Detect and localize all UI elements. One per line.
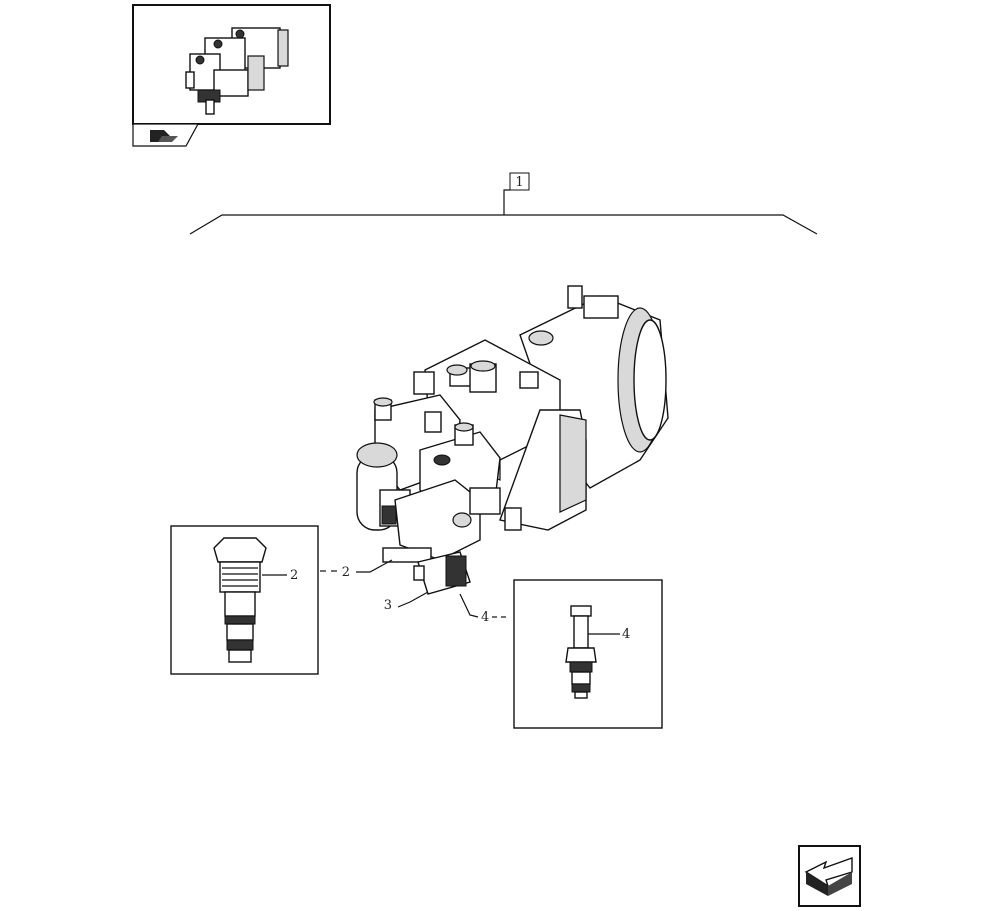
- callout-1: 1: [515, 175, 523, 190]
- callout-2-box: 2: [290, 568, 298, 583]
- pressure-valve: [565, 605, 597, 699]
- callout-3-main: 3: [384, 598, 392, 613]
- hydraulic-pump-assembly: [356, 285, 669, 595]
- leader-lines: 2 3 4: [320, 559, 506, 625]
- assembly-bracket: 1: [189, 172, 818, 235]
- callout-4-main: 4: [481, 610, 489, 625]
- pump-assembly-thumbnail: [185, 27, 289, 115]
- callout-2-main: 2: [342, 565, 350, 580]
- callout-4-box: 4: [622, 627, 630, 642]
- next-page-arrow-icon: [804, 857, 853, 896]
- book-pointer-icon: [150, 130, 178, 142]
- cartridge-valve: [213, 537, 267, 663]
- detail-box-item-2: 2: [170, 525, 319, 675]
- detail-box-item-4: 4: [513, 579, 663, 729]
- next-page-button[interactable]: [798, 845, 861, 907]
- thumbnail-panel[interactable]: [132, 4, 331, 147]
